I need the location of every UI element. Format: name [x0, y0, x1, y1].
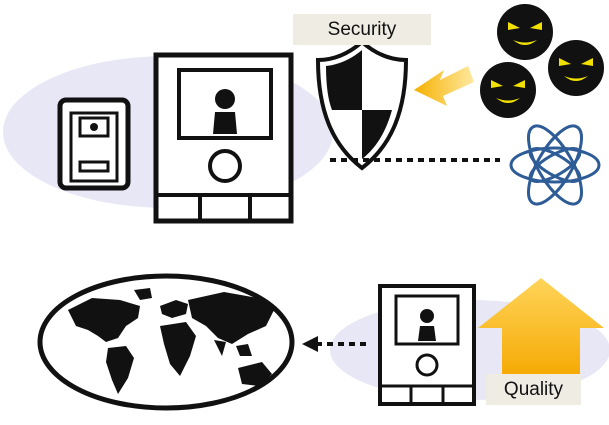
- hacker-face-icon: [497, 4, 553, 60]
- video-intercom-icon: [378, 284, 476, 406]
- shield-checkered-icon: [315, 39, 409, 171]
- attack-arrow-icon: [414, 66, 474, 106]
- up-arrow-icon: [478, 278, 604, 380]
- world-connection-arrow: [302, 336, 366, 352]
- door-station-icon: [57, 97, 131, 191]
- hacker-face-icon: [548, 40, 604, 96]
- security-label: Security: [293, 14, 431, 45]
- atom-network-icon: [509, 124, 601, 206]
- quality-label: Quality: [486, 374, 581, 405]
- hacker-face-icon: [480, 62, 536, 118]
- world-map-icon: [37, 273, 295, 411]
- video-intercom-icon: [153, 52, 294, 224]
